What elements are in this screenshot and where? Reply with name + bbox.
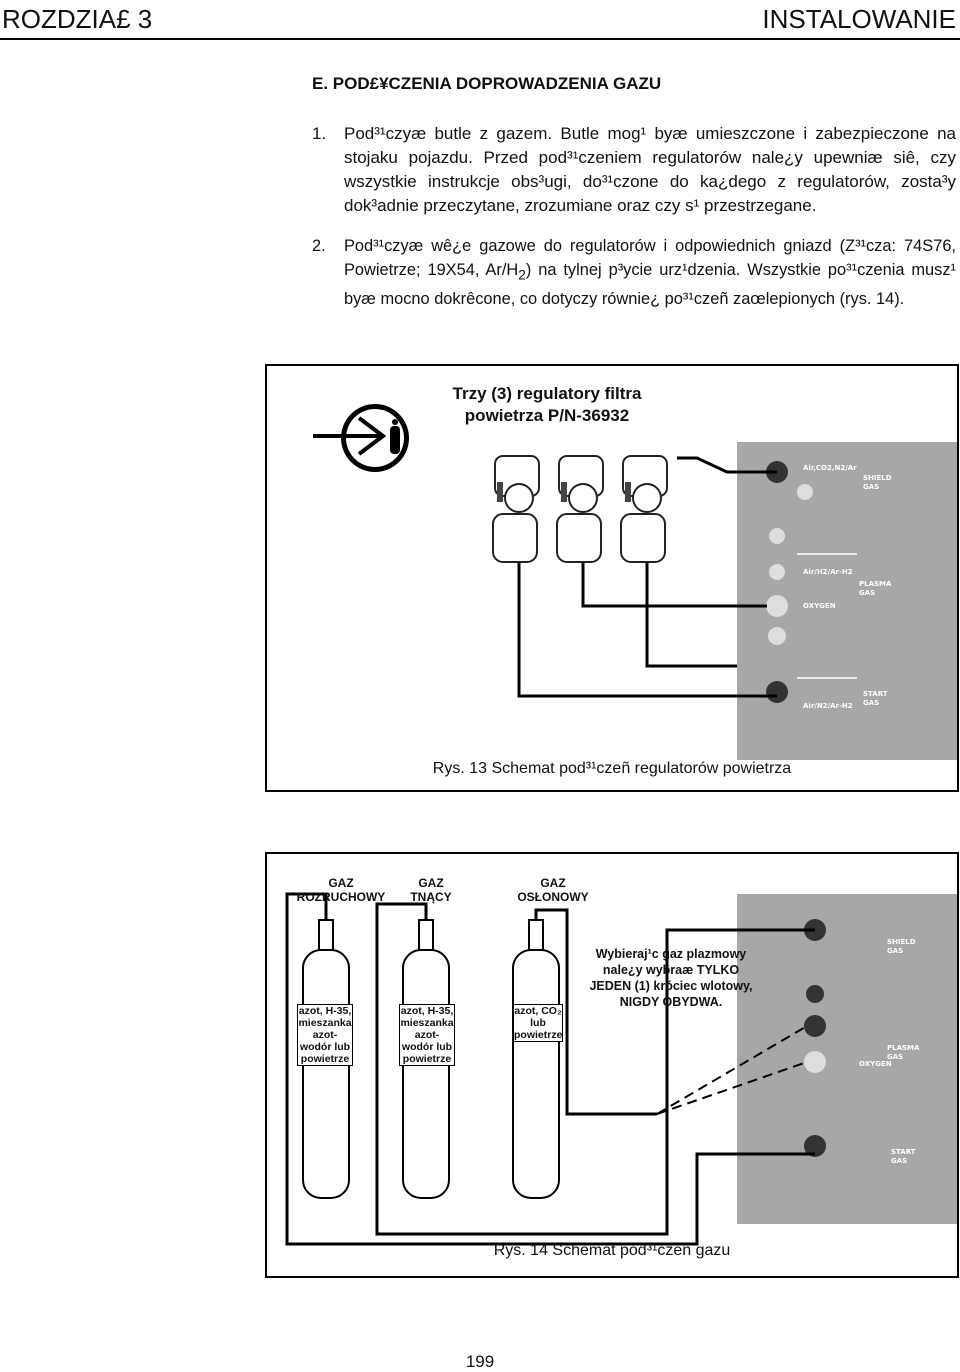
svg-text:Air,CO2,N2/Ar: Air,CO2,N2/Ar <box>803 464 857 472</box>
paragraph-1: 1. Pod³¹czyæ butle z gazem. Butle mog¹ b… <box>312 122 956 218</box>
svg-text:GAS: GAS <box>863 699 879 707</box>
chapter-label: ROZDZIA£ 3 <box>2 4 153 34</box>
cylinder-3-contents: azot, CO₂ lub powietrze <box>513 1004 563 1042</box>
svg-text:PLASMA: PLASMA <box>859 580 892 588</box>
svg-text:START: START <box>863 690 888 698</box>
cylinder-2-contents: azot, H-35, mieszanka azot-wodór lub pow… <box>399 1004 455 1066</box>
section-title: INSTALOWANIE <box>762 4 956 34</box>
paragraph-text: Pod³¹czyæ butle z gazem. Butle mog¹ byæ … <box>344 124 956 215</box>
svg-text:GAS: GAS <box>891 1157 907 1165</box>
paragraph-number: 1. <box>312 124 327 143</box>
regulator-1-icon <box>492 455 540 563</box>
figure-14-caption: Rys. 14 Schemat pod³¹czeñ gazu <box>493 1242 731 1259</box>
cylinder-2-label: GAZ TNĄCY <box>410 876 452 904</box>
svg-text:START: START <box>891 1148 916 1156</box>
plasma-gas-warning: Wybieraj¹c gaz plazmowy nale¿y wybraæ TY… <box>589 947 753 1009</box>
svg-text:Air/H2/Ar-H2: Air/H2/Ar-H2 <box>803 568 853 576</box>
svg-text:GAS: GAS <box>863 483 879 491</box>
cylinder-1-label: GAZ ROZRUCHOWY <box>296 876 386 904</box>
svg-text:SHIELD: SHIELD <box>887 938 916 946</box>
rear-panel <box>737 894 957 1224</box>
svg-text:OXYGEN: OXYGEN <box>803 602 836 610</box>
paragraph-number: 2. <box>312 237 326 255</box>
paragraph-2: 2. Pod³¹czyæ wê¿e gazowe do regulatorów … <box>312 234 956 311</box>
svg-text:SHIELD: SHIELD <box>863 474 892 482</box>
regulator-2-icon <box>556 455 604 563</box>
figure-13-caption: Rys. 13 Schemat pod³¹czeñ regulatorów po… <box>432 760 792 777</box>
svg-text:OXYGEN: OXYGEN <box>859 1060 892 1068</box>
gas-cylinder-symbol-icon <box>313 404 409 472</box>
svg-text:PLASMA: PLASMA <box>887 1044 920 1052</box>
page-number: 199 <box>465 1352 495 1371</box>
paragraph-text: Pod³¹czyæ wê¿e gazowe do regulatorów i o… <box>344 237 957 309</box>
svg-text:GAS: GAS <box>887 947 903 955</box>
figure-13-title: Trzy (3) regulatory filtra powietrza P/N… <box>452 384 642 425</box>
svg-text:GAS: GAS <box>859 589 875 597</box>
figure-13: Trzy (3) regulatory filtra powietrza P/N… <box>265 364 959 792</box>
svg-text:Air/N2/Ar-H2: Air/N2/Ar-H2 <box>803 702 853 710</box>
section-heading: E. POD£¥CZENIA DOPROWADZENIA GAZU <box>312 74 662 93</box>
page-header: ROZDZIA£ 3 INSTALOWANIE <box>0 0 960 40</box>
cylinder-3-label: GAZ OSŁONOWY <box>517 876 589 904</box>
regulator-3-icon <box>620 455 668 563</box>
cylinder-1-contents: azot, H-35, mieszanka azot-wodór lub pow… <box>297 1004 353 1066</box>
svg-text:GAS: GAS <box>887 1053 903 1061</box>
